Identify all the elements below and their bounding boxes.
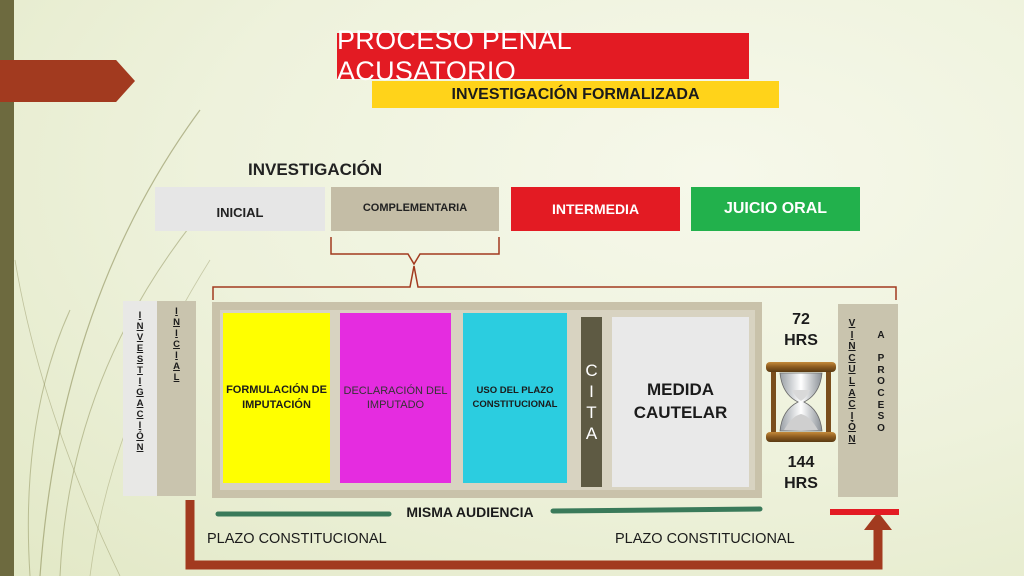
red-marker-bar [830,509,899,515]
investigacion-vertical-text: I N V E S T I G A C I Ó N [136,310,144,453]
plazo-constitucional-right: PLAZO CONSTITUCIONAL [615,531,795,547]
declaracion-card: DECLARACIÓN DEL IMPUTADO [340,313,451,483]
complementaria-brace [330,237,500,266]
vinculacion-column [838,304,898,497]
a-proceso-vertical-text: A P R O C E S O [877,330,885,434]
cita-letter: A [585,424,598,444]
header-arrow-icon [0,60,135,102]
medida-cautelar-card: MEDIDA CAUTELAR [612,317,749,487]
hours-144-label: 144 HRS [784,454,818,492]
misma-audiencia-label: MISMA AUDIENCIA [406,504,534,520]
hearing-bracket [212,265,897,300]
cita-letter: T [586,403,597,422]
slide-subtitle: INVESTIGACIÓN FORMALIZADA [372,81,779,108]
side-bar [0,0,14,576]
formulacion-card: FORMULACIÓN DE IMPUTACIÓN [223,313,330,483]
uso-plazo-card: USO DEL PLAZO CONSTITUCIONAL [463,313,567,483]
stage-complementaria: COMPLEMENTARIA [331,187,499,231]
cita-letter: C [585,360,598,380]
cita-letter: I [589,381,594,401]
hours-72-label: 72 HRS [784,311,818,349]
inicial-vertical-text: I N I C I A L [173,306,180,383]
vinculacion-vertical-text: V I N C U L A C I Ó N [848,318,856,445]
stage-juicio-oral: JUICIO ORAL [691,187,860,231]
slide-title: PROCESO PENAL ACUSATORIO [337,25,749,86]
inicial-column [157,301,196,496]
cita-card: C I T A [581,317,602,487]
hourglass-icon [766,362,836,442]
stage-intermedia: INTERMEDIA [511,187,680,231]
investigacion-column [123,301,157,496]
investigation-heading: INVESTIGACIÓN [248,160,383,179]
stage-inicial: INICIAL [155,187,325,231]
plazo-constitucional-left: PLAZO CONSTITUCIONAL [207,531,387,547]
